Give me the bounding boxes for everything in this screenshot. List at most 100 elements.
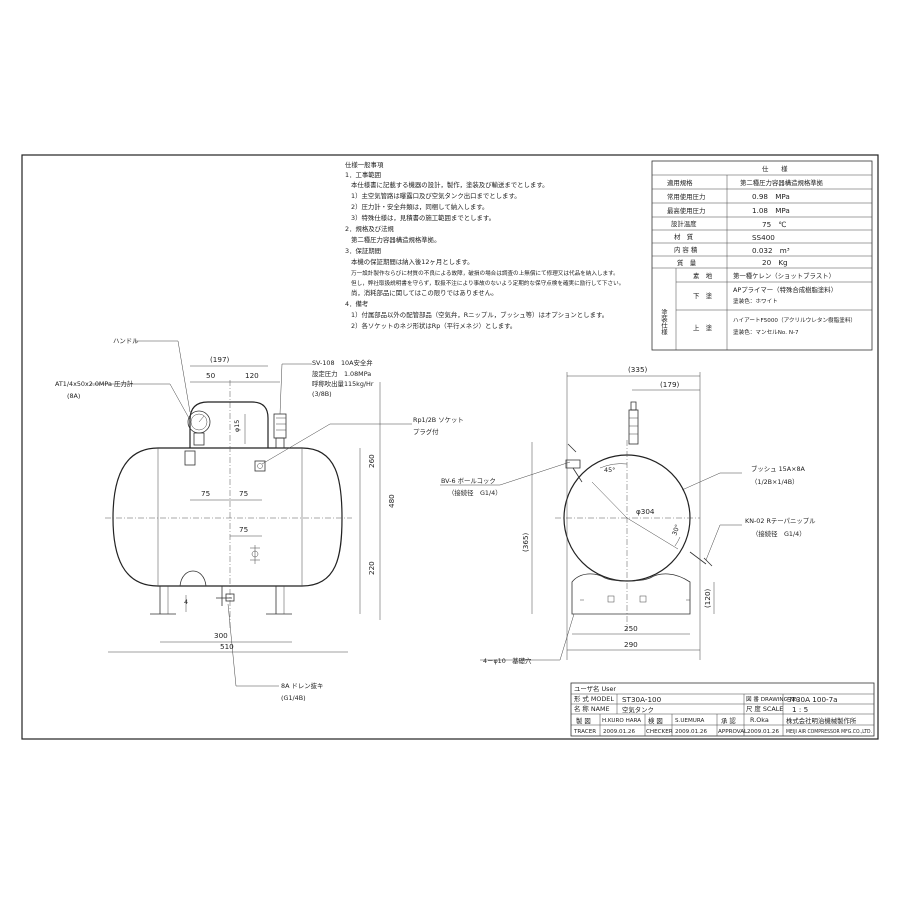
notes-line: 但し，弊社取扱説明書を守らず，取扱不注により事故のないよう定期的な保守点検を確実… (351, 279, 624, 287)
callout-sv-size: (3/8B) (312, 390, 332, 398)
notes-line: 1）付属部品以外の配管部品（空気弁，Rニップル，ブッシュ等）はオプションとします… (351, 310, 608, 319)
paint-value: 第一種ケレン（ショットブラスト） (733, 271, 835, 280)
angle-30: 30° (670, 523, 681, 536)
tank-shell-front (112, 447, 343, 587)
callout-base-holes: 4－φ10 基礎穴 (483, 656, 532, 665)
dim-300: 300 (214, 631, 228, 640)
paint-label: 下 塗 (693, 291, 713, 300)
general-notes: 仕様一般事項 1．工事範囲 本仕様書に記載する機器の設計，製作，塗装及び輸送まで… (345, 160, 624, 330)
notes-line: 尚，消耗部品に関してはこの限りではありません。 (351, 288, 497, 297)
dim-220: 220 (367, 561, 376, 575)
spec-label: 最高使用圧力 (667, 206, 705, 215)
title-tracer-label: 製 図 (576, 716, 591, 725)
dim-75a: 75 (201, 489, 210, 498)
notes-line: 本仕様書に記載する機器の設計，製作，塗装及び輸送までとします。 (351, 180, 548, 189)
callout-drain-size: (G1/4B) (281, 694, 306, 702)
dim-365: (365) (521, 532, 530, 552)
callout-plug: プラグ付 (413, 427, 439, 436)
angle-45: 45° (604, 466, 615, 474)
title-approval-date: 2009.01.26 (747, 729, 779, 735)
spec-value: 0.98 MPa (752, 192, 790, 201)
paint-label: 素 地 (693, 271, 713, 280)
title-drawing-no-label: 図 番 DRAWING No. (746, 696, 799, 703)
dim-4: 4 (184, 598, 188, 606)
dim-260: 260 (367, 454, 376, 468)
callout-sv-set: 設定圧力 1.08MPa (312, 369, 371, 378)
spec-header: 仕 様 (762, 164, 788, 173)
notes-line: 1）主空気管路は曝露口及び空気タンク出口までとします。 (351, 191, 521, 200)
tank-base-side (571, 573, 691, 615)
paint-value: 塗装色：ホワイト (733, 297, 778, 305)
title-scale-label: 尺 度 SCALE (746, 704, 783, 713)
title-drawing-no-value: ST30A 100-7a (787, 695, 838, 704)
title-approval-label: 承 認 (721, 716, 736, 725)
paint-label: 上 塗 (693, 323, 713, 332)
spec-label: 質 量 (677, 258, 697, 267)
dim-179: (179) (660, 380, 680, 389)
dim-197: (197) (210, 355, 230, 364)
notes-line: 1．工事範囲 (345, 170, 381, 179)
paint-group-label: 塗装仕様 (660, 308, 668, 335)
title-name-label: 名 称 NAME (574, 704, 610, 713)
title-checker-label: 検 図 (648, 716, 663, 725)
dim-120-side: (120) (703, 588, 712, 608)
spec-value: 20 Kg (762, 258, 788, 267)
title-scale-value: 1 : 5 (792, 705, 808, 714)
front-view: ハンドル AT1/4x50x2.0MPa 圧力計 (8A) SV-108 10A… (55, 337, 464, 702)
handle-bar (189, 401, 269, 448)
callout-safety-valve: SV-108 10A安全弁 (312, 358, 373, 367)
spec-table: 仕 様 適用規格 第二種圧力容器構造規格準拠 常用使用圧力 0.98 MPa 最… (651, 160, 873, 351)
callout-gauge: AT1/4x50x2.0MPa 圧力計 (55, 379, 134, 388)
dim-510: 510 (220, 642, 234, 651)
spec-value: 第二種圧力容器構造規格準拠 (740, 178, 824, 187)
callout-ball-valve-size: （接続径 G1/4） (448, 488, 502, 497)
sheet-border (21, 154, 879, 740)
title-company: 株式会社明治機械製作所 (786, 716, 857, 725)
title-approval-name: R.Oka (750, 716, 769, 724)
title-block: ユーザ名 User 形 式 MODEL ST30A-100 名 称 NAME 空… (570, 682, 875, 737)
dim-480: 480 (387, 494, 396, 508)
title-checker-date: 2009.01.26 (675, 729, 707, 735)
title-model-value: ST30A-100 (622, 695, 662, 704)
title-tracer-label-en: TRACER (573, 729, 596, 735)
dim-250: 250 (624, 624, 638, 633)
spec-label: 適用規格 (667, 178, 693, 187)
notes-line: 万一設計製作ならびに材質の不良による故障，破損の場合は調査の上無償にて修理又は代… (351, 269, 619, 277)
notes-line: 3）特殊仕様は，見積書の施工範囲までとします。 (351, 213, 495, 222)
title-model-label: 形 式 MODEL (574, 694, 614, 703)
spec-value: 1.08 MPa (752, 206, 790, 215)
side-view: BV-6 ボールコック （接続径 G1/4） ブッシュ 15A×8A （1/2B… (440, 365, 816, 665)
title-user-label: ユーザ名 User (574, 684, 616, 693)
title-tracer-name: H.KURO HARA (602, 718, 641, 724)
spec-label: 内 容 積 (674, 245, 698, 254)
title-checker-label-en: CHECKER (646, 729, 673, 735)
notes-line: 本機の保証期間は納入後12ヶ月とします。 (351, 257, 474, 266)
notes-line: 2）各ソケットのネジ形状はRp（平行メネジ）とします。 (351, 321, 516, 330)
spec-value: 0.032 m³ (752, 246, 790, 255)
notes-line: 第二種圧力容器構造規格準拠。 (351, 235, 440, 244)
title-company-en: MEIJI AIR COMPRESSOR MFG.CO.,LTD. (786, 729, 872, 735)
title-approval-label-en: APPROVAL (718, 729, 748, 735)
spec-label: 常用使用圧力 (667, 192, 705, 201)
title-checker-name: S.UEMURA (675, 718, 705, 724)
spec-value: SS400 (752, 233, 775, 242)
paint-value: 塗装色：マンセルNo. N-7 (733, 328, 799, 336)
spec-label: 材 質 (674, 232, 694, 241)
paint-value: APプライマー（特殊合成樹脂塗料） (733, 285, 837, 294)
callout-ball-valve: BV-6 ボールコック (441, 477, 496, 485)
notes-title: 仕様一般事項 (345, 160, 384, 169)
dim-290: 290 (624, 640, 638, 649)
notes-line: 3．保証期間 (345, 246, 381, 255)
title-tracer-date: 2009.01.26 (603, 729, 635, 735)
spec-label: 設計温度 (671, 219, 697, 228)
callout-drain: 8A ドレン抜キ (281, 681, 323, 690)
callout-bush-size: （1/2B×1/4B） (751, 478, 798, 486)
dim-75c: 75 (239, 525, 248, 534)
notes-line: 4．備考 (345, 299, 368, 308)
callout-nipple: KN-02 Rテーパニップル (745, 517, 816, 525)
callout-handle: ハンドル (113, 337, 139, 345)
callout-nipple-size: （接続径 G1/4） (752, 529, 806, 538)
notes-line: 2．規格及び法規 (345, 224, 394, 233)
dim-50: 50 (206, 371, 216, 380)
